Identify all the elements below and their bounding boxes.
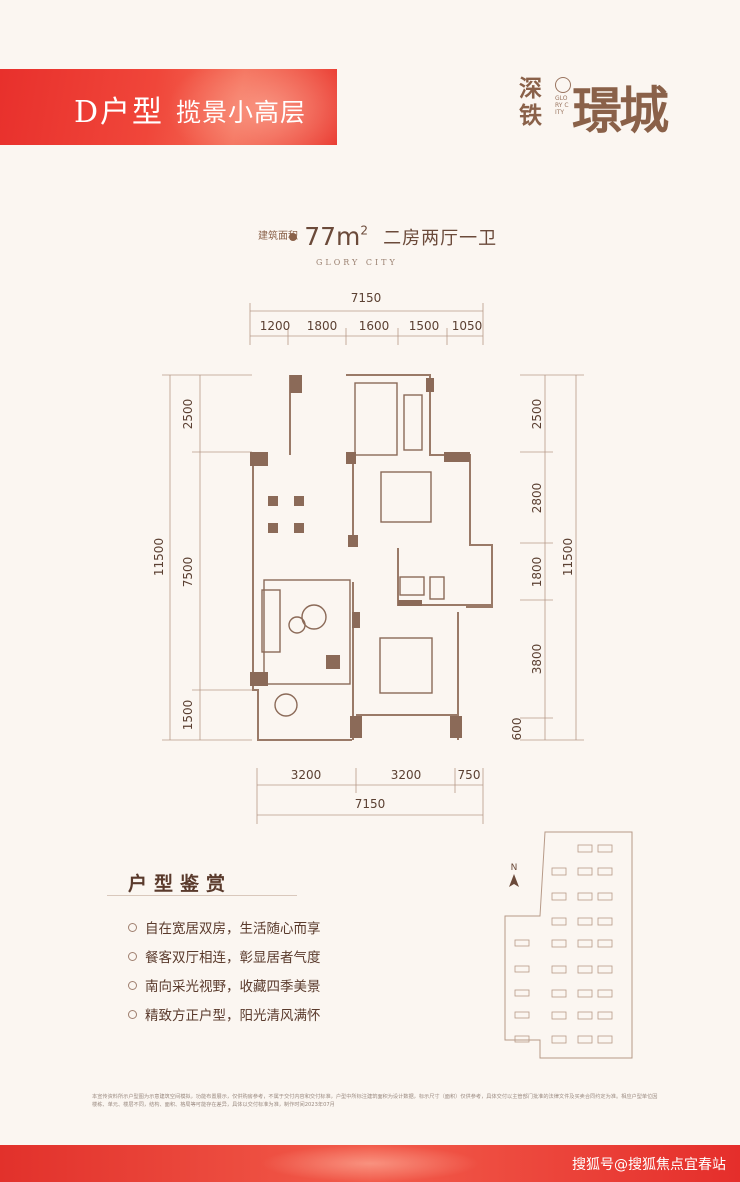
site-building (551, 892, 567, 901)
feature-text: 自在宽居双房，生活随心而享 (145, 921, 321, 937)
site-building (577, 1035, 593, 1044)
feature-item: 南向采光视野，收藏四季美景 (128, 975, 321, 995)
feature-text: 精致方正户型，阳光清风满怀 (145, 1008, 321, 1024)
site-building (597, 867, 613, 876)
north-label: N (511, 863, 518, 873)
feature-text: 南向采光视野，收藏四季美景 (145, 979, 321, 995)
dim-right-segment: 3800 (530, 644, 544, 675)
unit-type-title: D户型 (74, 95, 165, 130)
footer-watermark: 搜狐号@搜狐焦点宜春站 (572, 1157, 726, 1173)
floor-plan-dining (268, 496, 340, 669)
dim-right-segment: 2800 (530, 483, 544, 514)
north-arrow-icon (509, 874, 519, 887)
bullet-icon (128, 923, 137, 932)
feature-item: 自在宽居双房，生活随心而享 (128, 917, 321, 937)
project-logo: 深铁 GLORY CITY 璟城 (519, 73, 669, 140)
site-building (551, 939, 567, 948)
feature-item: 精致方正户型，阳光清风满怀 (128, 1004, 321, 1024)
dim-top-segment: 1500 (409, 319, 440, 333)
site-building (577, 844, 593, 853)
feature-text: 餐客双厅相连，彰显居者气度 (145, 950, 321, 966)
disclaimer-text: 本宣传资料所示户型图为示意建筑空间模拟，功能布置展示，仅供购房参考，不属于交付内… (92, 1094, 658, 1108)
dim-top-segment: 1050 (452, 319, 483, 333)
logo-name: 璟城 (572, 81, 669, 140)
site-building (514, 939, 530, 947)
dim-bottom-segment: 3200 (291, 768, 322, 782)
bullet-icon (128, 952, 137, 961)
dim-left-segment: 7500 (181, 557, 195, 588)
site-building (577, 939, 593, 948)
dim-left-segment: 1500 (181, 700, 195, 731)
site-building (597, 989, 613, 998)
site-building (514, 1011, 530, 1019)
area-summary: 建筑面积 77m2 二房两厅一卫 (258, 222, 497, 254)
logo-prefix: 深铁 (519, 75, 542, 129)
site-building (577, 1011, 593, 1020)
unit-type-banner: D户型 揽景小高层 (0, 69, 337, 145)
dim-left-total: 11500 (152, 538, 166, 576)
site-building (597, 939, 613, 948)
floor-plan-furniture (261, 382, 445, 717)
site-building (597, 1035, 613, 1044)
unit-type-subtitle: 揽景小高层 (176, 98, 307, 127)
dim-top-segment: 1200 (260, 319, 291, 333)
features-divider (107, 895, 297, 896)
site-building (597, 965, 613, 974)
site-building (514, 965, 530, 973)
site-building (577, 917, 593, 926)
features-title: 户型鉴赏 (128, 873, 233, 895)
site-building (551, 867, 567, 876)
site-building (597, 892, 613, 901)
dim-bottom-total: 7150 (355, 797, 386, 811)
dim-left-segment: 2500 (181, 399, 195, 430)
feature-item: 餐客双厅相连，彰显居者气度 (128, 946, 321, 966)
site-building (597, 844, 613, 853)
site-building (551, 1035, 567, 1044)
dim-top-segment: 1800 (307, 319, 338, 333)
area-value: 77m (304, 222, 361, 251)
footer-band: 搜狐号@搜狐焦点宜春站 (0, 1145, 740, 1182)
site-map-buildings (514, 844, 613, 1044)
layout-type: 二房两厅一卫 (383, 227, 498, 249)
site-building (514, 989, 530, 997)
site-map (504, 831, 633, 1059)
dim-right-segment: 2500 (530, 399, 544, 430)
site-building (577, 989, 593, 998)
brand-english: GLORY CITY (316, 258, 398, 267)
site-building (551, 965, 567, 974)
site-building (597, 1011, 613, 1020)
site-building (551, 917, 567, 926)
site-building (514, 1035, 530, 1043)
site-building (577, 892, 593, 901)
site-building (597, 917, 613, 926)
logo-seal-icon (555, 77, 571, 93)
bullet-icon (128, 981, 137, 990)
dim-top-segment: 1600 (359, 319, 390, 333)
area-unit-sup: 2 (360, 223, 368, 238)
dim-bottom-segment: 750 (458, 768, 481, 782)
site-building (577, 867, 593, 876)
site-building (551, 989, 567, 998)
site-building (577, 965, 593, 974)
dim-right-segment: 600 (510, 718, 524, 741)
dim-right-total: 11500 (561, 538, 575, 576)
dim-top-total: 7150 (351, 291, 382, 305)
floor-plan-walls (252, 374, 493, 741)
dim-bottom-segment: 3200 (391, 768, 422, 782)
dim-right-segment: 1800 (530, 557, 544, 588)
bullet-icon (128, 1010, 137, 1019)
site-building (551, 1011, 567, 1020)
area-bullet-icon (289, 232, 298, 241)
area-label: 建筑面积 (258, 231, 298, 242)
logo-vertical-en: GLORY CITY (555, 95, 569, 116)
